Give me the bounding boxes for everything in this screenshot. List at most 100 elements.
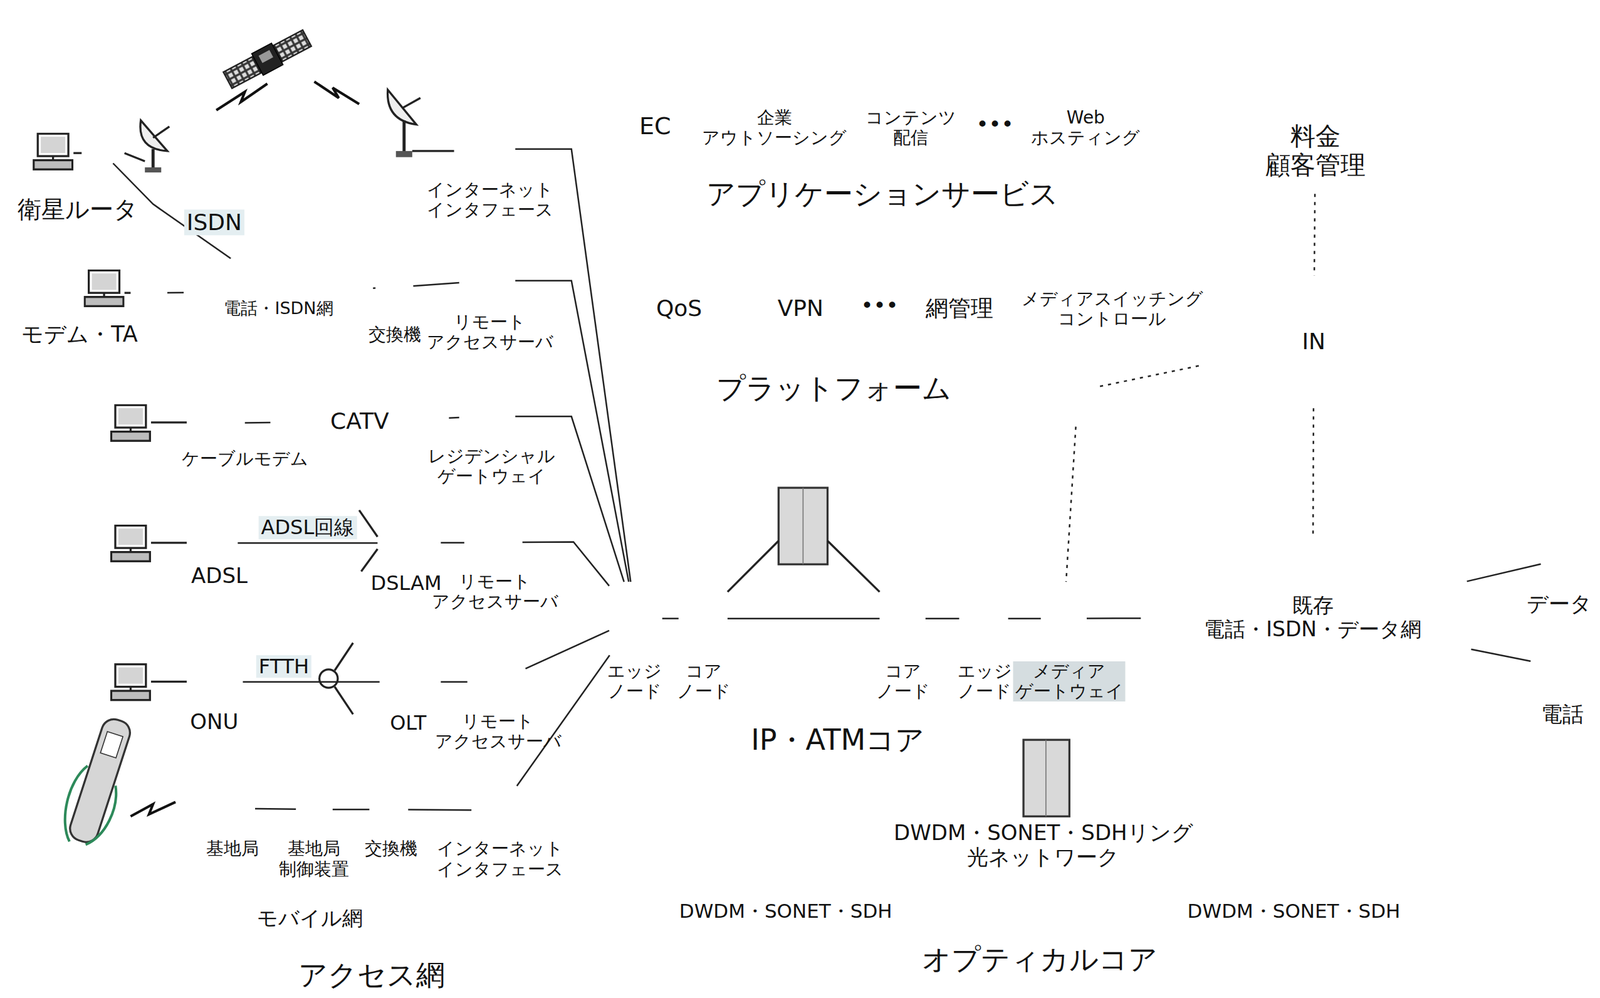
node-label: DWDM・SONET・SDHリング 光ネットワーク xyxy=(893,820,1194,870)
device-icon xyxy=(379,656,442,707)
database-cylinder: 料金 顧客管理 xyxy=(1252,97,1378,195)
text-line: 料金 xyxy=(1265,121,1366,151)
network-link xyxy=(167,292,184,294)
device-icon xyxy=(186,656,244,707)
text-line: アクセスサーバ xyxy=(426,332,554,353)
device-icon xyxy=(879,581,926,655)
text-line: DSLAM xyxy=(370,571,442,595)
text-line: アクセスサーバ xyxy=(434,731,562,752)
device-icon xyxy=(1541,535,1590,581)
text-line: モデム・TA xyxy=(21,321,138,347)
device-node: メディア ゲートウェイ xyxy=(1040,581,1087,655)
device-icon xyxy=(609,581,663,655)
text-line: コア xyxy=(876,661,931,682)
device-label: ケーブルモデム xyxy=(179,448,311,469)
device-node: コア ノード xyxy=(879,581,926,655)
core-router xyxy=(727,487,880,592)
text-line: アプリケーションサービス xyxy=(706,177,1059,211)
text-line: アウトソーシング xyxy=(701,127,847,148)
network-link xyxy=(515,280,629,582)
text-line: メディアスイッチング xyxy=(1021,288,1204,309)
text-line: リモート xyxy=(426,312,554,333)
device-icon xyxy=(1280,809,1329,886)
radio-link xyxy=(216,83,267,110)
text-line: レジデンシャル xyxy=(428,446,556,467)
device-node: 電話 xyxy=(1530,641,1594,695)
device-label: メディア ゲートウェイ xyxy=(1013,661,1126,702)
text-line: 交換機 xyxy=(364,838,418,859)
device-icon xyxy=(81,142,125,164)
text-line: ゲートウェイ xyxy=(428,466,556,487)
text-line: 制御装置 xyxy=(278,859,350,880)
network-ellipse: プラットフォームQoSVPN網管理 xyxy=(583,222,1084,439)
network-link xyxy=(1470,649,1531,662)
device-node: リモート アクセスサーバ xyxy=(467,656,526,707)
device-label: エッジ ノード xyxy=(605,661,664,702)
network-link xyxy=(1086,617,1141,620)
text-line: データ xyxy=(1526,591,1592,617)
text-line: インターネット xyxy=(436,838,564,859)
node-label: アクセス網 xyxy=(298,957,445,991)
free-label: ••• xyxy=(973,112,1016,137)
control-link xyxy=(1314,193,1315,276)
node-label: 電話・ISDN網 xyxy=(223,298,333,318)
network-ellipse: アプリケーションサービスEC企業 アウトソーシングコンテンツ 配信Web ホステ… xyxy=(583,50,1182,220)
device-icon xyxy=(377,518,441,568)
text-line: ADSL xyxy=(191,563,248,588)
text-line: 基地局 xyxy=(206,838,259,859)
text-line: エッジ xyxy=(957,661,1013,682)
device-node: OLT xyxy=(379,656,442,707)
device-label: 基地局 xyxy=(204,838,261,859)
text-line: 網管理 xyxy=(925,295,994,322)
device-node: リモート アクセスサーバ xyxy=(464,518,523,567)
database-cylinder: コンテンツ 配信 xyxy=(856,79,966,167)
device-node: ケーブルモデム xyxy=(186,406,246,440)
device-node: 交換機 xyxy=(375,260,414,314)
text-line: ノード xyxy=(957,681,1013,702)
device-icon xyxy=(186,528,238,558)
text-line: 光ネットワーク xyxy=(893,844,1194,870)
text-line: IN xyxy=(1301,329,1326,355)
device-icon xyxy=(467,656,526,707)
text-line: アクセス網 xyxy=(298,957,445,991)
device-icon xyxy=(459,391,516,442)
device-icon xyxy=(471,785,528,835)
text-line: 基地局 xyxy=(278,838,350,859)
text-line: 衛星ルータ xyxy=(17,196,138,224)
text-line: OLT xyxy=(389,711,427,735)
device-icon xyxy=(295,782,333,837)
region-panel: アクセス網インターネット インタフェース電話・ISDN網交換機リモート アクセス… xyxy=(175,5,569,995)
text-line: 配信 xyxy=(865,127,957,148)
device-node: リモート アクセスサーバ xyxy=(459,255,516,306)
node-label: IP・ATMコア xyxy=(750,723,925,757)
network-link xyxy=(925,617,960,620)
network-link xyxy=(1008,617,1041,620)
node-label: アプリケーションサービス xyxy=(706,177,1059,211)
network-link xyxy=(662,617,679,620)
text-line: コントロール xyxy=(1021,308,1204,330)
device-icon xyxy=(1040,581,1087,655)
text-line: VPN xyxy=(777,295,824,322)
optical-node xyxy=(1023,739,1070,816)
device-icon xyxy=(464,518,523,567)
node-label: 料金 顧客管理 xyxy=(1265,121,1366,180)
node-outline xyxy=(583,222,1084,439)
text-line: 電話 xyxy=(1541,701,1584,727)
device-icon xyxy=(1056,355,1100,427)
text-line: DWDM・SONET・SDHリング xyxy=(893,820,1194,845)
device-label: リモート アクセスサーバ xyxy=(433,711,564,752)
text-line: DWDM・SONET・SDH xyxy=(679,899,893,923)
text-line: ノード xyxy=(876,681,931,702)
node-label: EC xyxy=(639,112,672,141)
database-cylinder: QoS xyxy=(630,270,728,337)
device-icon xyxy=(1530,641,1594,695)
device-node: モデム・TA xyxy=(130,283,168,303)
control-link xyxy=(1312,407,1315,536)
device-node: DWDM・SONET・SDH xyxy=(755,809,804,886)
node-label: モバイル網 xyxy=(256,906,363,931)
device-label: DWDM・SONET・SDH xyxy=(677,899,895,923)
device-label: 電話 xyxy=(1539,701,1586,727)
text-line: DWDM・SONET・SDH xyxy=(1187,899,1401,923)
node-label: 企業 アウトソーシング xyxy=(701,107,847,148)
radio-link xyxy=(130,801,176,816)
